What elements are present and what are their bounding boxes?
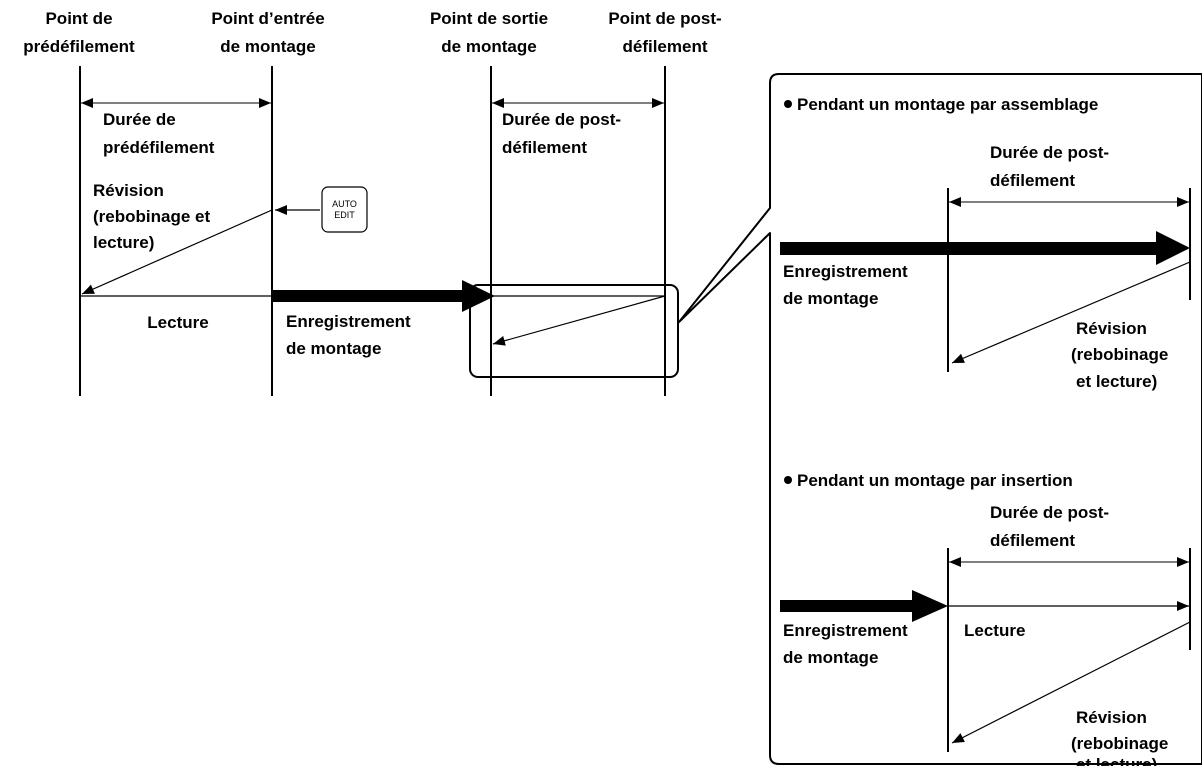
svg-text:de montage: de montage bbox=[286, 339, 381, 358]
zoom-region bbox=[469, 284, 679, 378]
svg-text:AUTO: AUTO bbox=[332, 199, 357, 209]
svg-text:Durée de post-: Durée de post- bbox=[502, 110, 621, 129]
svg-text:et lecture): et lecture) bbox=[1076, 372, 1157, 391]
svg-text:Durée de: Durée de bbox=[103, 110, 176, 129]
assemble-edit-recording-label: Enregistrement de montage bbox=[783, 262, 908, 308]
svg-text:Point d’entrée: Point d’entrée bbox=[211, 9, 324, 28]
insert-review-label: Révision (rebobinage et lecture) bbox=[1071, 708, 1168, 766]
svg-text:Pendant un montage par inserti: Pendant un montage par insertion bbox=[797, 471, 1073, 490]
review-arrow bbox=[81, 209, 273, 295]
assemble-review-label: Révision (rebobinage et lecture) bbox=[1071, 319, 1168, 391]
svg-text:Durée de post-: Durée de post- bbox=[990, 143, 1109, 162]
svg-text:EDIT: EDIT bbox=[334, 210, 355, 220]
svg-text:Pendant un montage par assembl: Pendant un montage par assemblage bbox=[797, 95, 1098, 114]
svg-text:et lecture): et lecture) bbox=[1076, 755, 1157, 766]
postroll-point-label: Point de post- défilement bbox=[608, 9, 721, 56]
svg-text:Révision: Révision bbox=[1076, 319, 1147, 338]
playback-label: Lecture bbox=[147, 313, 208, 332]
assemble-review-arrow bbox=[951, 261, 1191, 364]
insert-edit-recording-arrow bbox=[780, 590, 948, 622]
svg-text:Révision: Révision bbox=[93, 181, 164, 200]
svg-text:défilement: défilement bbox=[622, 37, 707, 56]
svg-text:de montage: de montage bbox=[220, 37, 315, 56]
svg-text:(rebobinage: (rebobinage bbox=[1071, 345, 1168, 364]
svg-text:de montage: de montage bbox=[783, 648, 878, 667]
insert-review-arrow bbox=[951, 621, 1191, 744]
edit-recording-arrow bbox=[272, 280, 495, 312]
callout-panel bbox=[678, 73, 1202, 765]
edit-recording-label: Enregistrement de montage bbox=[286, 312, 411, 358]
svg-text:défilement: défilement bbox=[990, 531, 1075, 550]
svg-text:Point de: Point de bbox=[45, 9, 112, 28]
postroll-duration-label: Durée de post- défilement bbox=[502, 110, 621, 157]
bullet-icon bbox=[784, 476, 792, 484]
edit-out-point-label: Point de sortie de montage bbox=[430, 9, 548, 56]
insert-title: Pendant un montage par insertion bbox=[784, 471, 1073, 490]
svg-text:Point de sortie: Point de sortie bbox=[430, 9, 548, 28]
edit-in-point-label: Point d’entrée de montage bbox=[211, 9, 324, 56]
svg-text:Enregistrement: Enregistrement bbox=[286, 312, 411, 331]
assemble-postroll-duration-label: Durée de post- défilement bbox=[990, 143, 1109, 190]
preroll-duration-label: Durée de prédéfilement bbox=[103, 110, 215, 157]
svg-text:Enregistrement: Enregistrement bbox=[783, 621, 908, 640]
postroll-review-arrow bbox=[492, 295, 666, 346]
svg-text:(rebobinage: (rebobinage bbox=[1071, 734, 1168, 753]
insert-postroll-duration-label: Durée de post- défilement bbox=[990, 503, 1109, 550]
review-label: Révision (rebobinage et lecture) bbox=[93, 181, 210, 252]
svg-text:Enregistrement: Enregistrement bbox=[783, 262, 908, 281]
svg-text:Point de post-: Point de post- bbox=[608, 9, 721, 28]
bullet-icon bbox=[784, 100, 792, 108]
svg-text:défilement: défilement bbox=[502, 138, 587, 157]
svg-text:de montage: de montage bbox=[441, 37, 536, 56]
insert-edit-recording-label: Enregistrement de montage bbox=[783, 621, 908, 667]
svg-text:prédéfilement: prédéfilement bbox=[103, 138, 215, 157]
svg-text:Révision: Révision bbox=[1076, 708, 1147, 727]
svg-text:(rebobinage et: (rebobinage et bbox=[93, 207, 210, 226]
svg-text:défilement: défilement bbox=[990, 171, 1075, 190]
svg-text:Durée de post-: Durée de post- bbox=[990, 503, 1109, 522]
auto-edit-button: AUTO EDIT bbox=[321, 186, 368, 233]
insert-playback-label: Lecture bbox=[964, 621, 1025, 640]
svg-text:prédéfilement: prédéfilement bbox=[23, 37, 135, 56]
svg-text:lecture): lecture) bbox=[93, 233, 154, 252]
assemble-edit-recording-arrow bbox=[780, 231, 1190, 265]
svg-text:de montage: de montage bbox=[783, 289, 878, 308]
preroll-point-label: Point de prédéfilement bbox=[23, 9, 135, 56]
assemble-title: Pendant un montage par assemblage bbox=[784, 95, 1098, 114]
